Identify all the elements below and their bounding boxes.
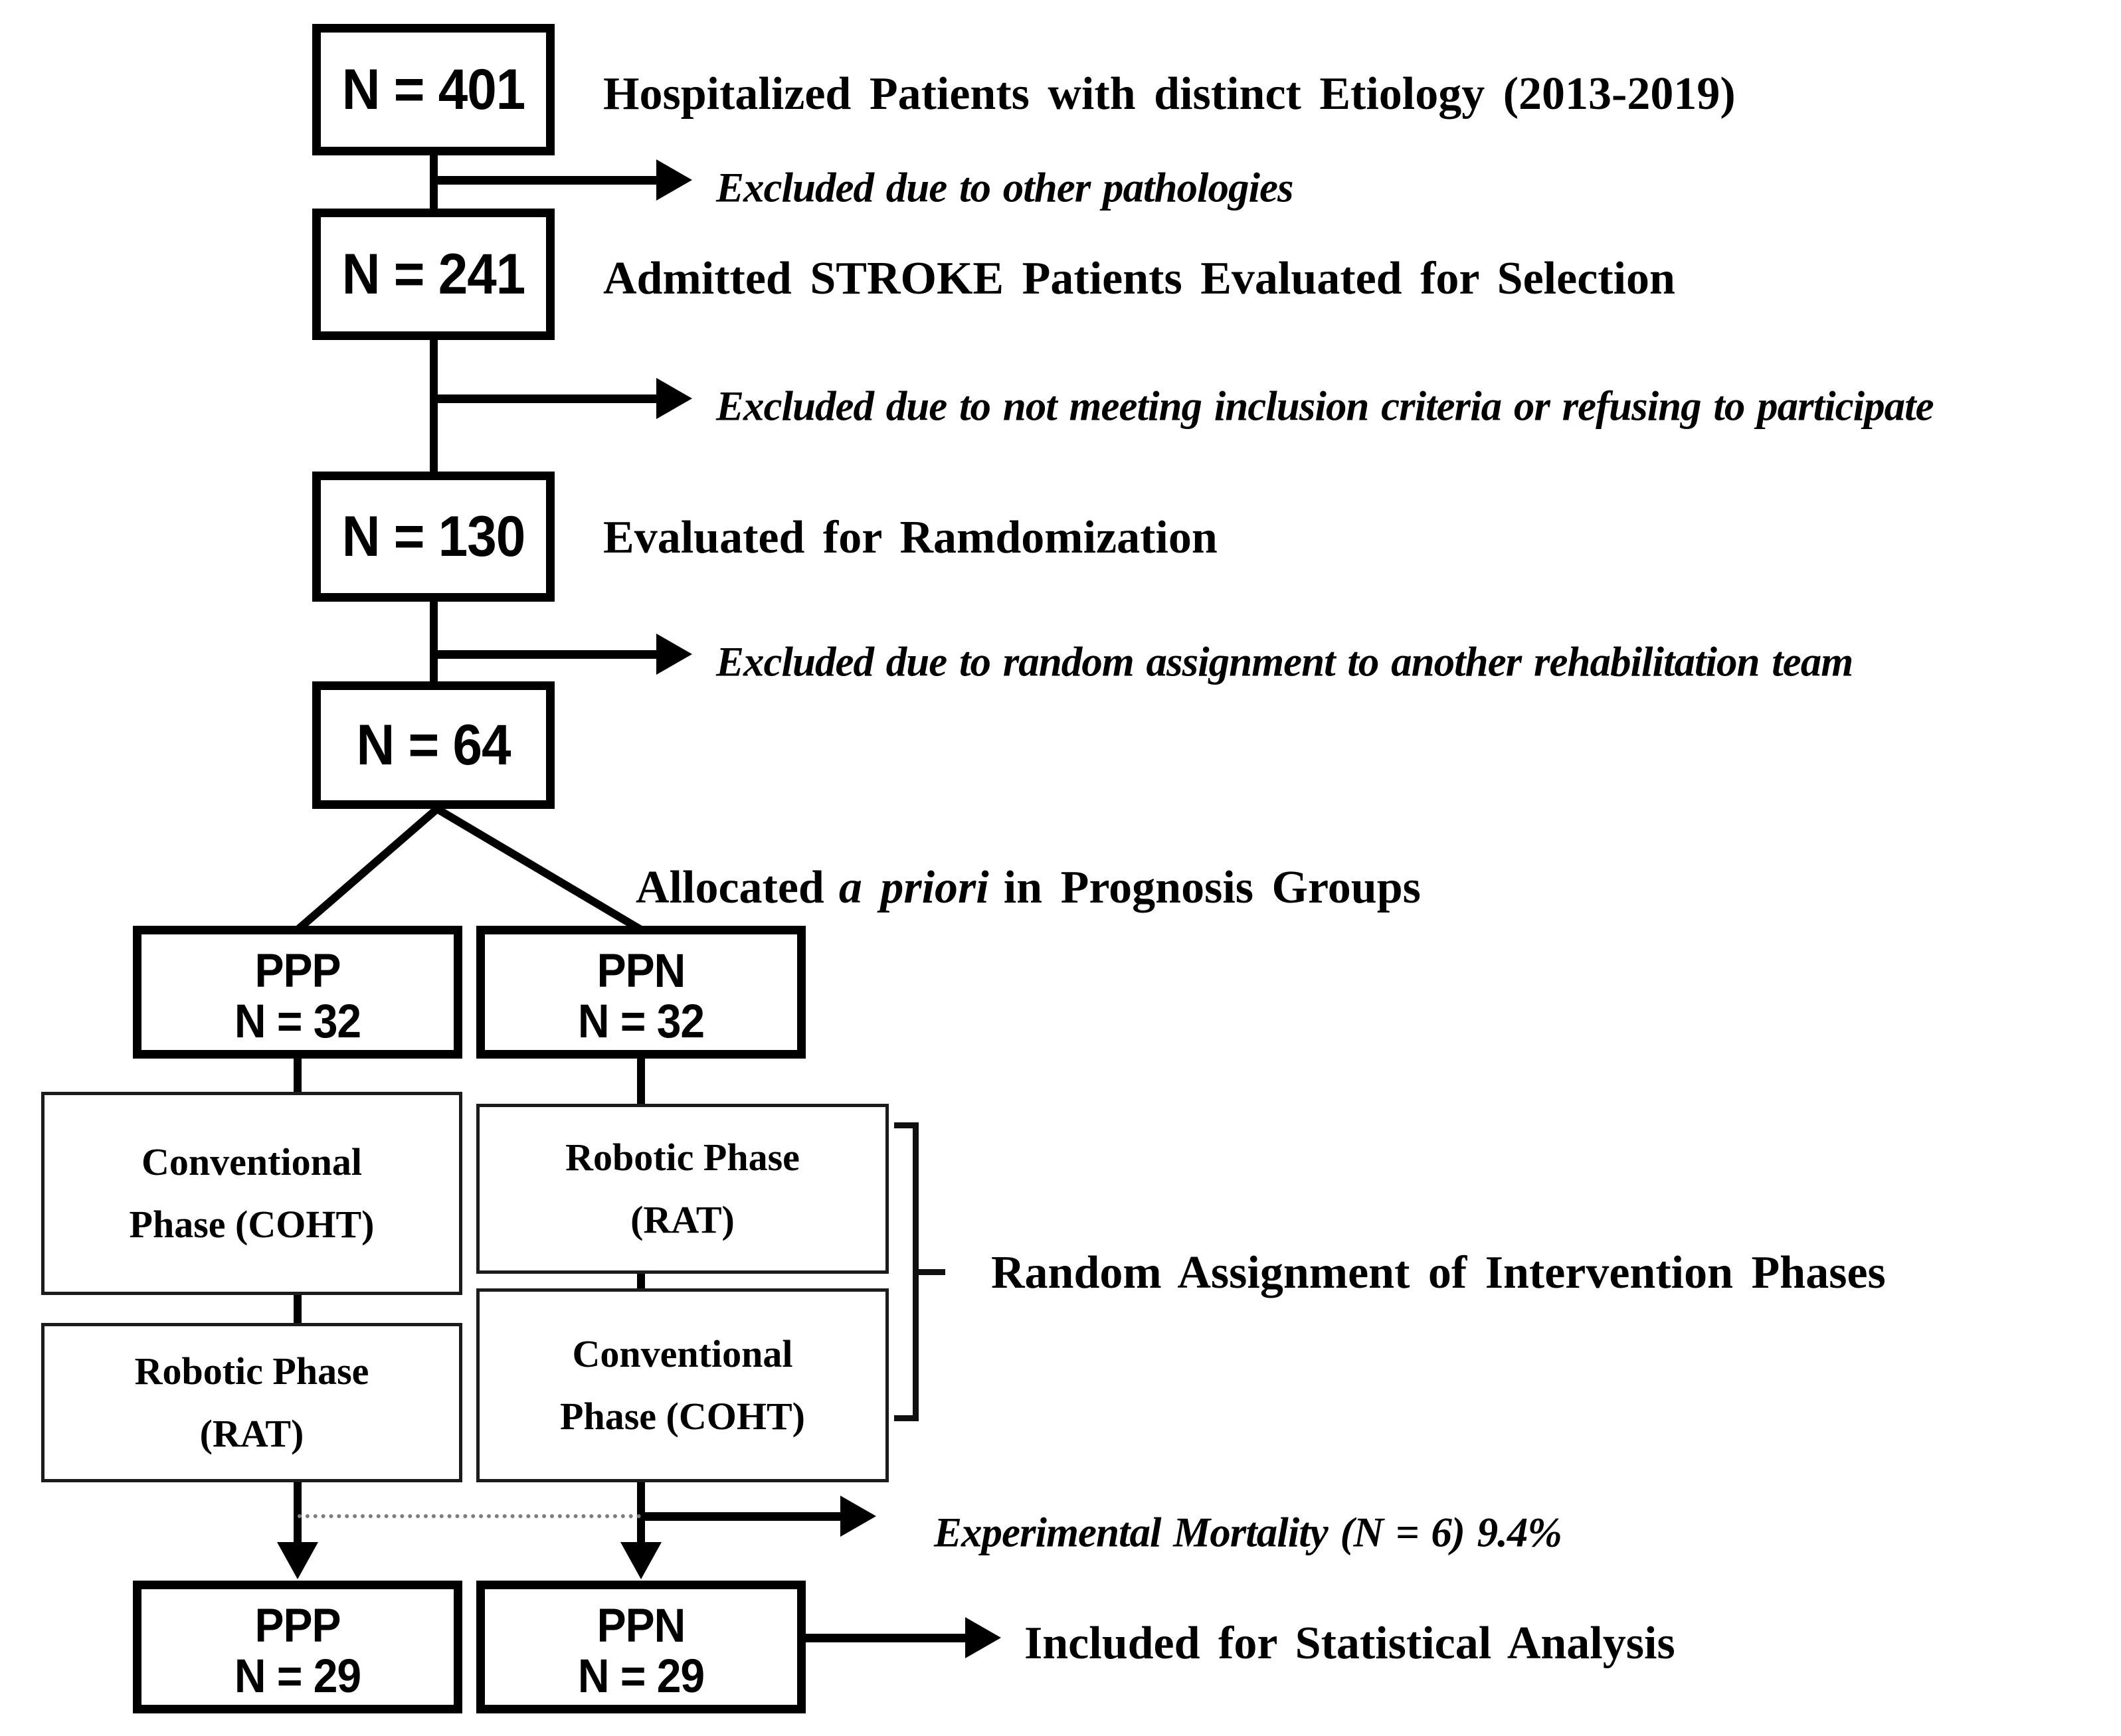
- connector-stage3-stage4: [430, 602, 438, 683]
- stage-box-401-n: N = 401: [341, 57, 525, 122]
- stage-label-130: Evaluated for Ramdomization: [603, 512, 1218, 563]
- connector-stage1-stage2: [430, 155, 438, 210]
- stage-box-64: N = 64: [312, 681, 555, 809]
- phase-box-ppn-conventional: Conventional Phase (COHT): [476, 1288, 889, 1482]
- exclusion-arrow-3-line: [437, 650, 658, 659]
- phase-box-ppn-robotic-line1: Robotic Phase: [565, 1136, 800, 1179]
- exclusion-label-1: Excluded due to other pathologies: [716, 164, 1294, 211]
- stage-box-241: N = 241: [312, 209, 555, 340]
- stage-box-130: N = 130: [312, 472, 555, 602]
- mortality-arrow-line: [641, 1512, 842, 1521]
- bracket-nub: [919, 1269, 945, 1275]
- arrow-ppn-final-head: [620, 1542, 662, 1579]
- bracket-label: Random Assignment of Intervention Phases: [991, 1247, 1886, 1298]
- phase-box-ppp-robotic-line1: Robotic Phase: [134, 1349, 369, 1393]
- mortality-label: Experimental Mortality (N = 6) 9.4%: [934, 1509, 1562, 1556]
- phase-box-ppp-robotic-line2: (RAT): [199, 1412, 304, 1455]
- allocation-label-suffix: in Prognosis Groups: [1003, 862, 1421, 913]
- phase-box-ppp-conventional-line1: Conventional: [141, 1140, 362, 1184]
- stage-label-401: Hospitalized Patients with distinct Etio…: [603, 68, 1736, 120]
- exclusion-label-3: Excluded due to random assignment to ano…: [716, 638, 1853, 685]
- stage-box-64-n: N = 64: [356, 713, 511, 777]
- final-box-ppp-n: N = 29: [234, 1649, 361, 1702]
- final-box-ppn: PPN N = 29: [476, 1581, 806, 1713]
- phase-box-ppn-robotic: Robotic Phase (RAT): [476, 1104, 889, 1274]
- exclusion-arrow-2-head: [656, 378, 692, 419]
- mortality-arrow-head: [840, 1496, 876, 1537]
- connector-ppp-phase1: [294, 1059, 302, 1093]
- allocation-label-italic: a priori: [838, 862, 989, 913]
- group-box-ppp-n: N = 32: [234, 994, 361, 1047]
- group-box-ppn: PPN N = 32: [476, 926, 806, 1059]
- connector-stage2-stage3: [430, 340, 438, 473]
- exclusion-arrow-1-line: [437, 176, 658, 185]
- connector-ppn-phase2: [637, 1274, 645, 1288]
- phase-box-ppp-conventional: Conventional Phase (COHT): [41, 1092, 462, 1295]
- stage-box-401: N = 401: [312, 24, 555, 155]
- allocation-label: Allocated a priori in Prognosis Groups: [636, 861, 1421, 914]
- stage-box-241-n: N = 241: [341, 242, 525, 306]
- mortality-dashed-line: [298, 1514, 641, 1518]
- final-box-ppp: PPP N = 29: [133, 1581, 462, 1713]
- stage-label-241: Admitted STROKE Patients Evaluated for S…: [603, 253, 1675, 304]
- connector-ppn-phase1: [637, 1059, 645, 1105]
- phase-box-ppp-conventional-line2: Phase (COHT): [129, 1203, 375, 1246]
- arrow-ppp-final-head: [277, 1542, 318, 1579]
- group-box-ppn-n: N = 32: [577, 994, 705, 1047]
- phase-box-ppn-conventional-line2: Phase (COHT): [560, 1395, 805, 1438]
- exclusion-arrow-1-head: [656, 159, 692, 201]
- allocation-label-prefix: Allocated: [636, 862, 824, 913]
- phase-box-ppn-robotic-line2: (RAT): [630, 1198, 735, 1241]
- phase-box-ppn-conventional-line1: Conventional: [572, 1332, 793, 1376]
- stage-box-130-n: N = 130: [341, 504, 525, 568]
- group-box-ppp-name: PPP: [254, 944, 341, 997]
- bracket-cap-bottom: [894, 1415, 919, 1421]
- phase-box-ppp-robotic: Robotic Phase (RAT): [41, 1323, 462, 1482]
- bracket-stem: [913, 1122, 919, 1421]
- final-box-ppn-n: N = 29: [577, 1649, 705, 1702]
- final-box-ppn-name: PPN: [597, 1599, 686, 1652]
- exclusion-arrow-3-head: [656, 634, 692, 675]
- final-box-ppp-name: PPP: [254, 1599, 341, 1652]
- included-arrow-head: [965, 1617, 1001, 1658]
- group-box-ppn-name: PPN: [597, 944, 686, 997]
- included-arrow-line: [806, 1634, 967, 1642]
- connector-ppp-phase2: [294, 1294, 302, 1324]
- included-label: Included for Statistical Analysis: [1024, 1618, 1675, 1669]
- bracket-cap-top: [894, 1122, 919, 1128]
- exclusion-arrow-2-line: [437, 394, 658, 403]
- exclusion-label-2: Excluded due to not meeting inclusion cr…: [716, 383, 1934, 430]
- group-box-ppp: PPP N = 32: [133, 926, 462, 1059]
